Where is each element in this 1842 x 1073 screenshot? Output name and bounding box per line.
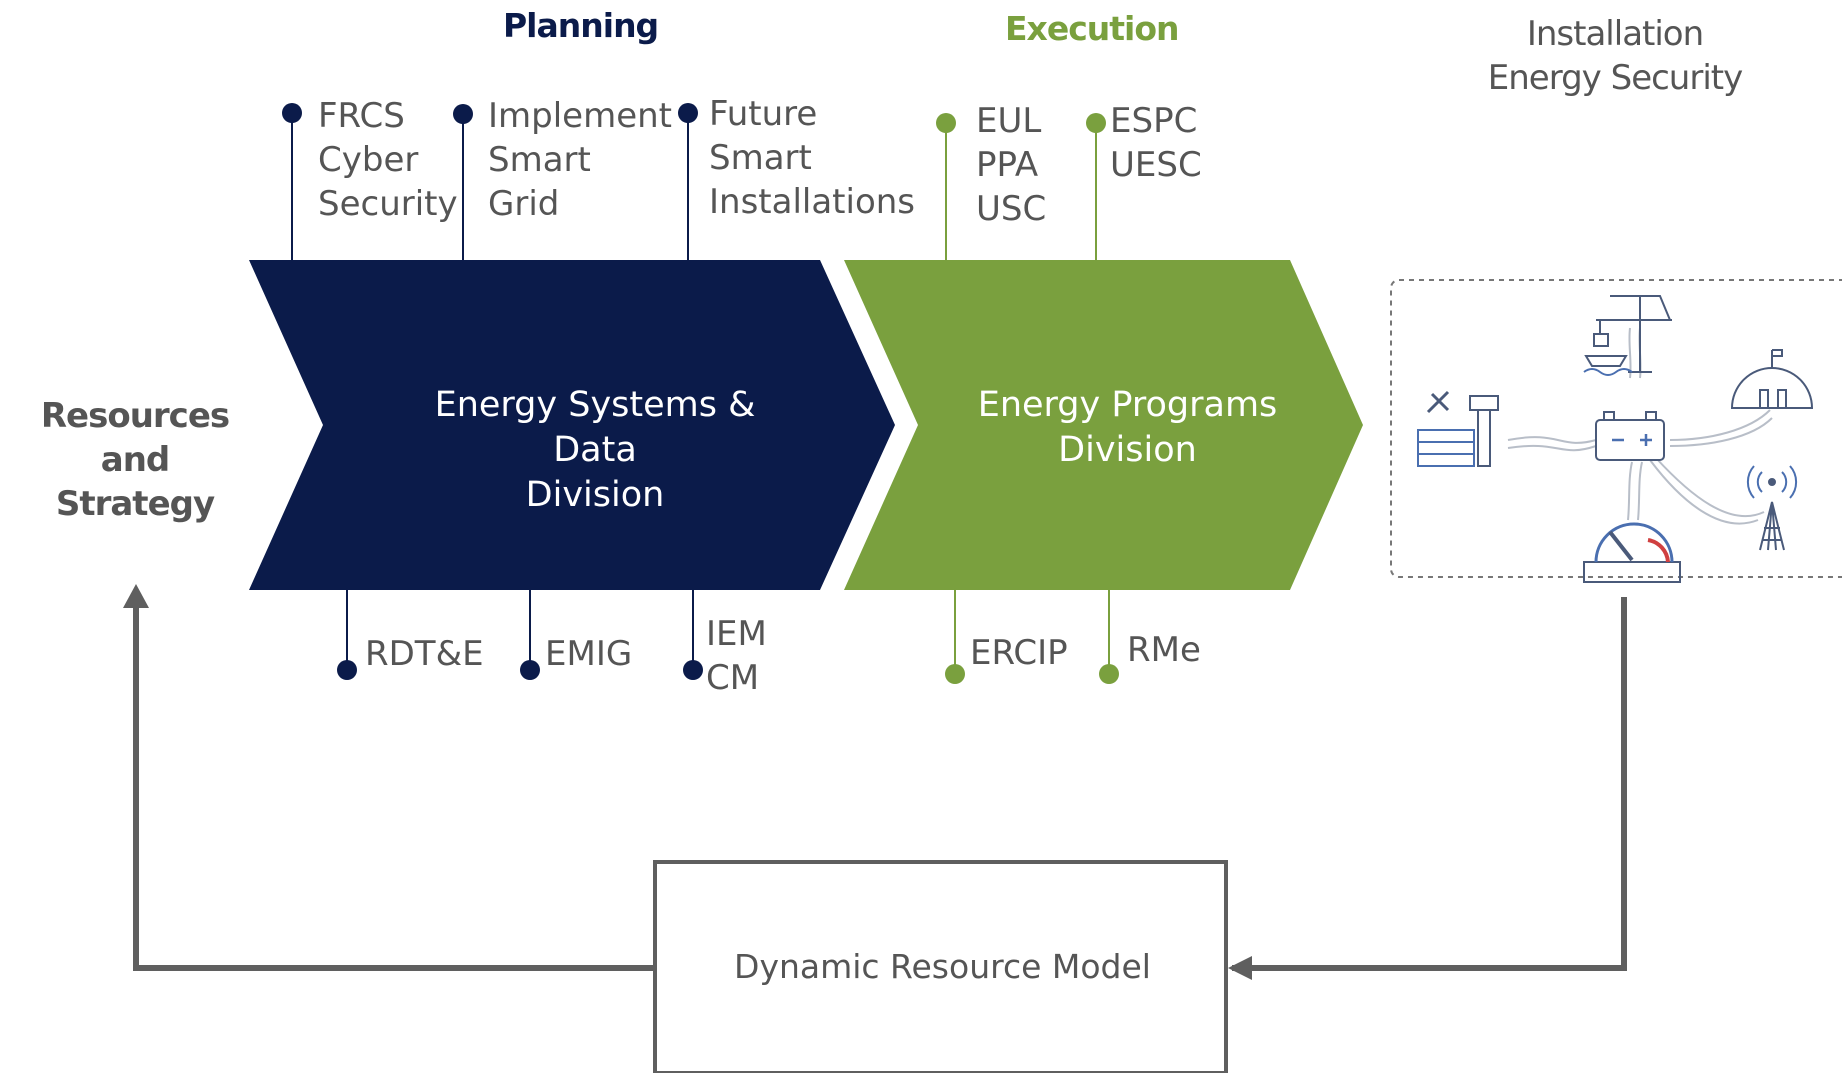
planning-heading: Planning xyxy=(503,6,659,45)
planning-top-connectors xyxy=(282,103,698,260)
execution-heading: Execution xyxy=(1005,9,1180,48)
energy-systems-division-label: Energy Systems & Data Division xyxy=(434,385,756,515)
dynamic-resource-model-label: Dynamic Resource Model xyxy=(734,947,1151,986)
planning-item-rdte: RDT&E xyxy=(365,634,484,674)
airport-icon xyxy=(1417,390,1499,467)
execution-top-connectors xyxy=(936,113,1106,260)
installation-heading: Installation Energy Security xyxy=(1487,14,1743,98)
execution-item-eul-ppa-usc: EUL PPA USC xyxy=(976,101,1047,229)
energy-programs-chevron xyxy=(844,260,1363,590)
loop-left-line xyxy=(133,600,655,971)
planning-item-emig: EMIG xyxy=(545,634,633,674)
planning-item-smart-grid: Implement Smart Grid xyxy=(488,96,673,224)
execution-bottom-connectors xyxy=(945,590,1119,684)
power-gauge-icon xyxy=(1583,522,1681,583)
energy-systems-chevron xyxy=(249,260,895,590)
feedback-loop xyxy=(133,597,1627,971)
planning-item-frcs: FRCS Cyber Security xyxy=(318,96,458,224)
planning-item-future-installations: Future Smart Installations xyxy=(709,94,916,222)
loop-right-line xyxy=(1232,597,1627,971)
arrowhead-into-model xyxy=(1228,956,1252,980)
arrowhead-up-resources xyxy=(123,584,149,608)
execution-item-espc-uesc: ESPC UESC xyxy=(1110,101,1202,185)
battery-icon xyxy=(1595,411,1665,461)
execution-item-ercip: ERCIP xyxy=(970,633,1068,673)
execution-item-rme: RMe xyxy=(1127,630,1201,670)
planning-bottom-connectors xyxy=(337,590,703,680)
resources-strategy-label: Resources and Strategy xyxy=(40,396,230,524)
radio-tower-icon xyxy=(1746,465,1798,551)
energy-programs-division-label: Energy Programs Division xyxy=(977,385,1278,470)
dynamic-resource-model-box xyxy=(653,860,1228,1073)
planning-item-iem-cm: IEM CM xyxy=(706,614,767,698)
military-base-icon xyxy=(1730,349,1814,409)
port-crane-icon xyxy=(1583,295,1672,376)
